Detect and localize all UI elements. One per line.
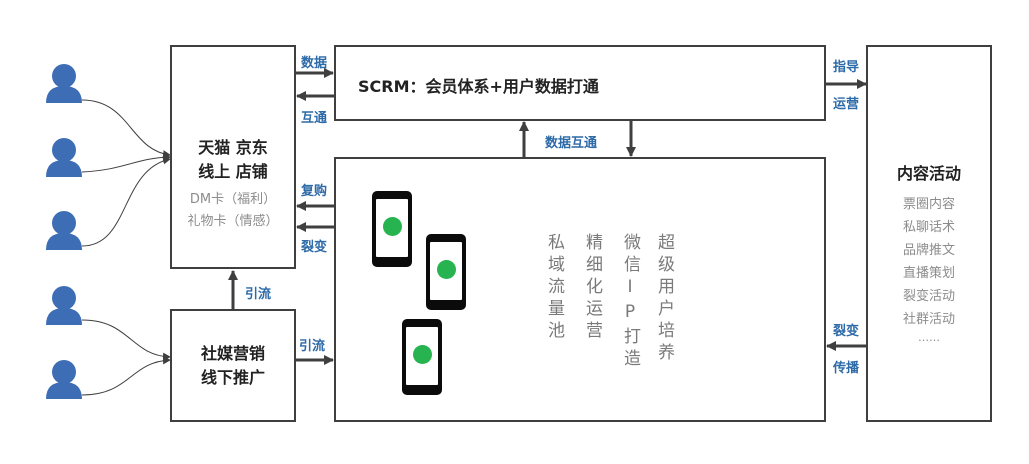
content-item: 裂变活动: [902, 289, 955, 304]
content-title: 内容活动: [896, 164, 961, 183]
pool-column-2: 精细化运营: [582, 233, 602, 343]
content-item: 票圈内容: [902, 197, 955, 212]
flow-curve: [81, 356, 171, 396]
phone-icon: [372, 191, 412, 267]
person-icon: [46, 138, 82, 177]
gift-card-text: 礼物卡（情感）: [187, 214, 279, 229]
label-traffic-up: 引流: [245, 287, 272, 302]
pool-column-3: 微信IP打造: [620, 233, 640, 371]
flow-curve: [81, 99, 171, 159]
scrm-box: SCRM：会员体系+用户数据打通: [334, 45, 826, 121]
label-fission-left: 裂变: [301, 240, 328, 255]
label-traffic-right: 引流: [299, 339, 326, 354]
wechat-icon: [383, 217, 402, 236]
flow-curve: [81, 319, 171, 361]
label-data-mutual: 数据互通: [545, 136, 598, 151]
label-mutual: 互通: [301, 111, 328, 126]
label-repurchase: 复购: [301, 184, 328, 199]
content-item: ……: [918, 331, 940, 344]
wechat-icon: [413, 345, 432, 364]
social-title-line2: 线下推广: [200, 368, 265, 387]
flow-curve: [81, 156, 171, 247]
label-data: 数据: [301, 56, 328, 71]
tmall-jd-box: 天猫 京东 线上 店铺 DM卡（福利） 礼物卡（情感）: [170, 45, 296, 269]
social-offline-box: 社媒营销 线下推广: [170, 309, 296, 422]
label-spread: 传播: [833, 361, 860, 376]
phone-icon: [402, 319, 442, 395]
content-item: 私聊话术: [902, 220, 955, 235]
label-operate: 运营: [833, 97, 860, 112]
pool-column-1: 私域流量池: [544, 233, 564, 343]
social-title-line1: 社媒营销: [200, 344, 265, 363]
phone-icon: [426, 234, 466, 310]
pool-column-4: 超级用户培养: [654, 233, 674, 365]
label-fission-right: 裂变: [833, 324, 860, 339]
tmall-title-line2: 线上 店铺: [198, 162, 268, 181]
person-icon: [46, 64, 82, 103]
content-item: 社群活动: [902, 312, 955, 327]
tmall-title-line1: 天猫 京东: [198, 138, 268, 157]
private-pool-box: 私域流量池 精细化运营 微信IP打造 超级用户培养: [334, 157, 826, 422]
label-guide: 指导: [833, 60, 860, 75]
content-item: 品牌推文: [902, 243, 955, 258]
person-icon: [46, 286, 82, 325]
dm-card-text: DM卡（福利）: [189, 192, 277, 207]
person-icon: [46, 211, 82, 250]
flow-curve: [81, 153, 171, 173]
scrm-title: SCRM：会员体系+用户数据打通: [358, 77, 599, 96]
person-icon: [46, 360, 82, 399]
wechat-icon: [437, 260, 456, 279]
content-item: 直播策划: [902, 266, 955, 281]
content-activity-box: 内容活动 票圈内容 私聊话术 品牌推文 直播策划 裂变活动 社群活动 ……: [866, 45, 992, 422]
